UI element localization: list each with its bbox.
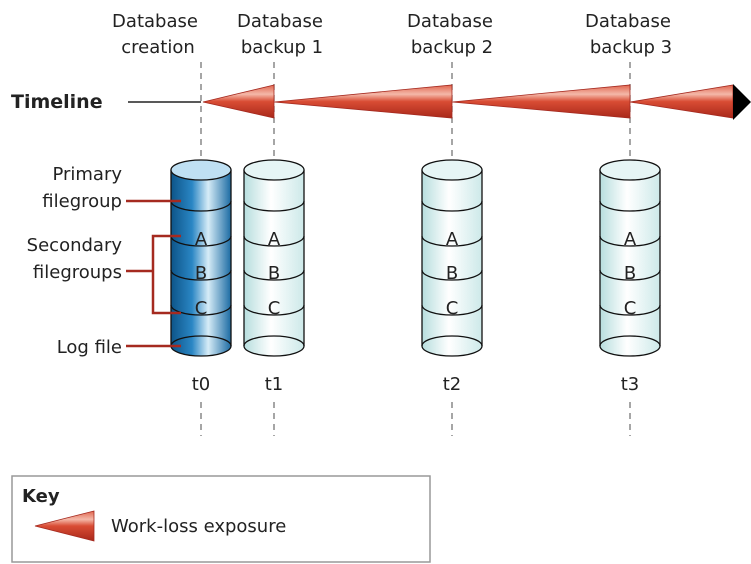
event-label-line2: backup 2 bbox=[411, 37, 493, 58]
event-header-backup-1: Database backup 1 bbox=[237, 11, 323, 58]
secondary-filegroups-bracket bbox=[151, 234, 181, 315]
segment-label-c: C bbox=[624, 298, 637, 319]
key-title: Key bbox=[22, 486, 60, 507]
event-header-backup-2: Database backup 2 bbox=[407, 11, 493, 58]
exposure-wedge-t2-t3 bbox=[451, 84, 631, 119]
key-item-label: Work-loss exposure bbox=[111, 516, 286, 537]
backup-cylinder-t1: A B C bbox=[243, 159, 305, 357]
exposure-wedge-t0-t1 bbox=[202, 84, 275, 119]
secondary-filegroups-label-line1: Secondary bbox=[27, 235, 123, 256]
event-label-line1: Database bbox=[237, 11, 323, 32]
work-loss-exposure-icon bbox=[34, 510, 95, 542]
segment-label-a: A bbox=[268, 229, 281, 250]
segment-label-b: B bbox=[268, 263, 280, 284]
filegroup-annotations: Primary filegroup Secondary filegroups L… bbox=[27, 164, 181, 358]
time-label-t2: t2 bbox=[443, 374, 462, 395]
segment-label-a: A bbox=[446, 229, 459, 250]
secondary-filegroups-label-line2: filegroups bbox=[33, 262, 122, 283]
time-label-t3: t3 bbox=[621, 374, 640, 395]
event-header-creation: Database creation bbox=[112, 11, 198, 58]
primary-filegroup-label-line1: Primary bbox=[52, 164, 122, 185]
segment-label-a: A bbox=[195, 229, 208, 250]
event-header-backup-3: Database backup 3 bbox=[585, 11, 672, 58]
segment-label-c: C bbox=[268, 298, 281, 319]
event-label-line1: Database bbox=[407, 11, 493, 32]
segment-label-b: B bbox=[446, 263, 458, 284]
timeline-arrowhead bbox=[733, 84, 751, 120]
segment-label-c: C bbox=[446, 298, 459, 319]
event-label-line2: creation bbox=[121, 37, 195, 58]
timeline-label: Timeline bbox=[11, 91, 103, 113]
log-file-label: Log file bbox=[57, 337, 122, 358]
key-legend: Key Work-loss exposure bbox=[11, 475, 431, 563]
time-label-t0: t0 bbox=[192, 374, 211, 395]
event-label-line2: backup 3 bbox=[590, 37, 672, 58]
database-cylinder-t0: A B C bbox=[170, 159, 232, 357]
event-label-line1: Database bbox=[585, 11, 671, 32]
backup-cylinder-t2: A B C bbox=[421, 159, 483, 357]
backup-cylinder-t3: A B C bbox=[599, 159, 661, 357]
time-label-t1: t1 bbox=[265, 374, 284, 395]
segment-label-c: C bbox=[195, 298, 208, 319]
segment-label-b: B bbox=[195, 263, 207, 284]
exposure-wedge-t1-t2 bbox=[273, 84, 453, 119]
exposure-wedge-after-t3 bbox=[629, 84, 734, 119]
event-label-line2: backup 1 bbox=[241, 37, 323, 58]
segment-label-a: A bbox=[624, 229, 637, 250]
primary-filegroup-label-line2: filegroup bbox=[42, 191, 122, 212]
exposure-wedges bbox=[202, 84, 734, 119]
event-label-line1: Database bbox=[112, 11, 198, 32]
segment-label-b: B bbox=[624, 263, 636, 284]
